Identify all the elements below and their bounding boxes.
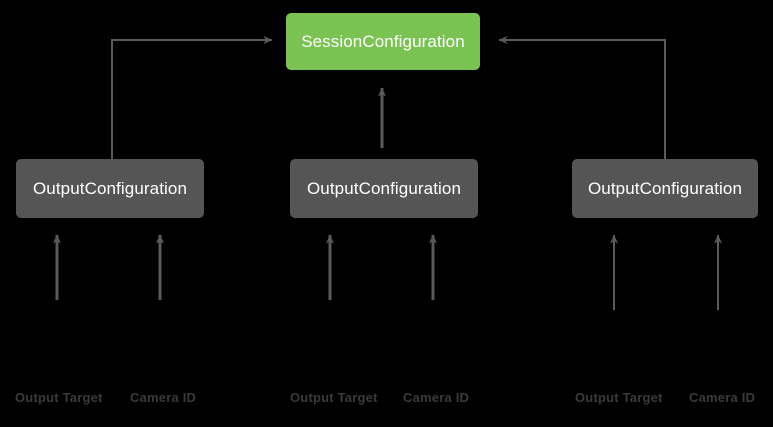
node-output-configuration-right[interactable]: OutputConfiguration <box>572 159 758 218</box>
field-label-camera-id-left: Camera ID <box>130 390 197 405</box>
node-session-configuration[interactable]: SessionConfiguration <box>286 13 480 70</box>
edge-right-output-to-session <box>498 36 666 159</box>
field-label-output-target-right: Output Target <box>575 390 663 405</box>
node-session-configuration-label: SessionConfiguration <box>301 32 465 51</box>
node-output-configuration-center[interactable]: OutputConfiguration <box>290 159 478 218</box>
field-label-output-target-left: Output Target <box>15 390 103 405</box>
node-output-configuration-left[interactable]: OutputConfiguration <box>16 159 204 218</box>
node-output-configuration-right-label: OutputConfiguration <box>587 179 743 198</box>
field-label-camera-id-right: Camera ID <box>689 390 756 405</box>
field-label-camera-id-center: Camera ID <box>403 390 470 405</box>
field-label-output-target-center: Output Target <box>290 390 378 405</box>
node-output-configuration-center-label: OutputConfiguration <box>306 179 462 198</box>
edge-left-output-to-session <box>111 36 273 159</box>
node-output-configuration-left-label: OutputConfiguration <box>32 179 188 198</box>
